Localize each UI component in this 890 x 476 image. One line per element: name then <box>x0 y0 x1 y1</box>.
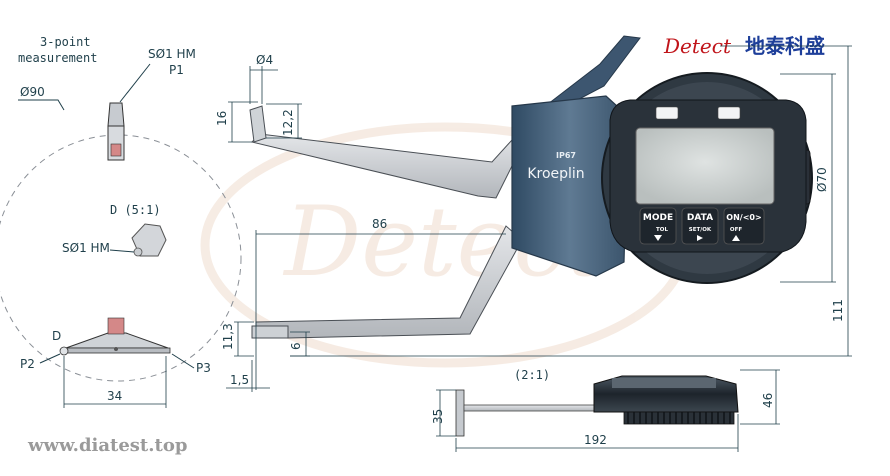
mode-button-sub: TOL <box>656 227 668 233</box>
dim-h12-2: 12,2 <box>281 109 295 136</box>
ip-rating: IP67 <box>556 151 576 160</box>
upper-tip <box>249 105 267 143</box>
down-arrow-icon <box>654 235 662 241</box>
detail-label: D (5:1) <box>110 203 161 217</box>
caliper-dimensions <box>226 45 852 392</box>
data-button[interactable]: DATA SET/OK <box>681 207 719 245</box>
caliper-body <box>511 95 629 277</box>
side-tip <box>455 389 465 437</box>
side-top-band <box>612 378 716 388</box>
d-mark: D <box>52 329 61 343</box>
three-point-label-1: 3-point <box>40 35 91 49</box>
dim-h35: 35 <box>431 409 445 424</box>
onoff-button[interactable]: ON/<0> OFF <box>723 207 765 245</box>
dim-d4: Ø4 <box>256 53 273 67</box>
bottom-anvil <box>59 317 171 356</box>
indicator-right <box>717 106 741 120</box>
three-point-label-2: measurement <box>18 51 97 65</box>
dim-w34: 34 <box>107 389 122 403</box>
measuring-circle <box>0 134 242 382</box>
dim-w192: 192 <box>584 433 607 447</box>
maker-logo: Kroeplin <box>527 166 584 182</box>
dim-d70: Ø70 <box>815 167 829 192</box>
side-view: (2:1) <box>455 368 739 437</box>
sphere-top-label: SØ1 HM <box>148 47 196 61</box>
data-button-sub: SET/OK <box>689 227 712 233</box>
mode-button-label: MODE <box>643 213 673 223</box>
dim-h46: 46 <box>761 393 775 408</box>
side-arm <box>463 404 597 412</box>
three-point-sketch: 3-point measurement SØ1 HM P1 Ø90 D (5:1… <box>0 35 242 408</box>
data-button-label: DATA <box>687 213 713 223</box>
onoff-button-sub: OFF <box>730 227 742 233</box>
onoff-button-label: ON/<0> <box>726 213 761 222</box>
p3-label: P3 <box>196 361 211 375</box>
detail-tip <box>131 223 167 257</box>
top-probe <box>107 102 125 161</box>
dim-l86: 86 <box>372 217 387 231</box>
dim-h11-3: 11,3 <box>221 323 235 350</box>
sphere-detail-label: SØ1 HM <box>62 241 110 255</box>
p2-label: P2 <box>20 357 35 371</box>
indicator-left <box>655 106 679 120</box>
dim-d90: Ø90 <box>20 85 45 99</box>
right-arrow-icon <box>697 235 703 241</box>
caliper-main: IP67 Kroeplin MODE TOL DATA SET/OK ON/<0… <box>249 35 813 339</box>
dim-w1-5: 1,5 <box>230 373 249 387</box>
side-dimensions <box>436 369 780 452</box>
dim-h16: 16 <box>215 111 229 126</box>
dim-h6: 6 <box>289 342 303 350</box>
side-scale-label: (2:1) <box>514 368 550 382</box>
p1-label: P1 <box>169 63 184 77</box>
website-text: www.diatest.top <box>27 435 187 456</box>
dim-h111: 111 <box>831 299 845 322</box>
lcd-screen <box>635 127 775 205</box>
mode-button[interactable]: MODE TOL <box>639 207 677 245</box>
lower-tip <box>251 325 289 339</box>
lever <box>546 35 641 107</box>
up-arrow-icon <box>732 235 740 241</box>
